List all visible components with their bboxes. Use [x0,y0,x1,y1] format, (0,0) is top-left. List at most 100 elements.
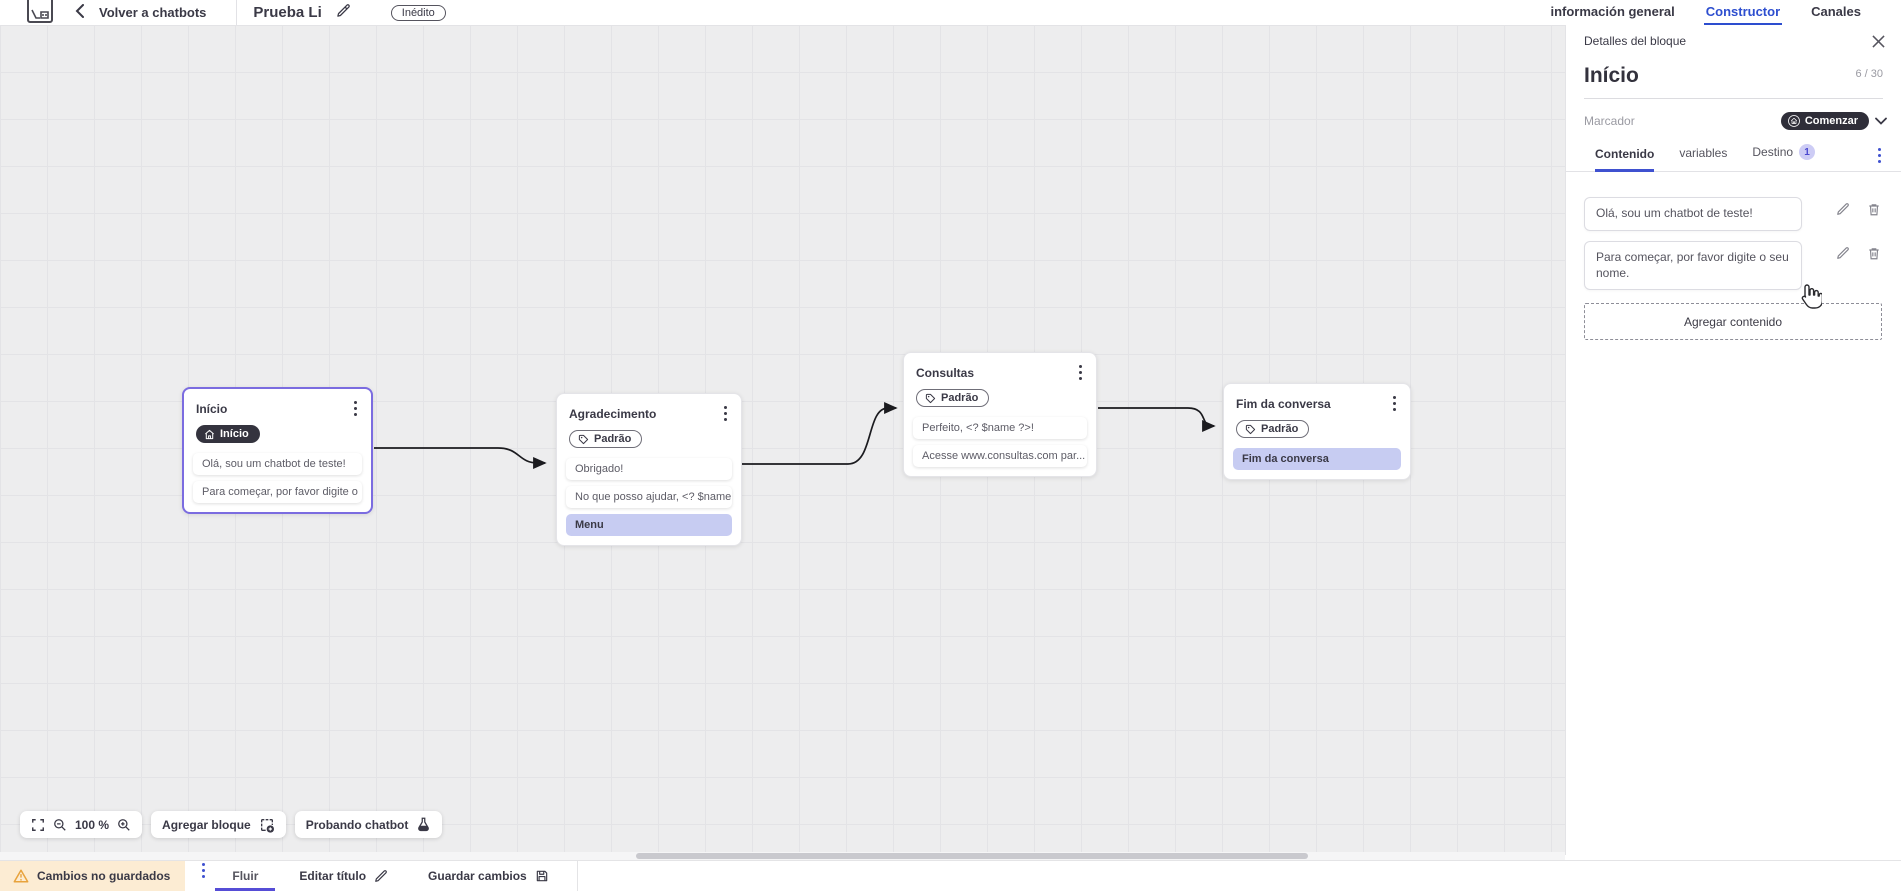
block-title: Início [196,401,228,416]
trash-icon[interactable] [1867,202,1881,217]
flow-canvas[interactable]: Início Início Olá, sou um chatbot de tes… [0,25,1565,860]
back-chevron-icon[interactable] [75,3,84,22]
tab-canales[interactable]: Canales [1811,4,1861,19]
content-text-card[interactable]: Olá, sou um chatbot de teste! [1584,197,1802,231]
panel-title: Detalles del bloque [1584,34,1687,48]
badge-label: Padrão [941,392,979,404]
fit-screen-icon[interactable] [31,818,45,832]
zoom-out-icon[interactable] [53,818,67,832]
tag-icon [1245,424,1256,434]
warning-triangle-icon [13,869,29,883]
badge-label: Início [220,428,249,440]
test-chatbot-button[interactable]: Probando chatbot [294,811,443,838]
flow-block-inicio[interactable]: Início Início Olá, sou um chatbot de tes… [182,387,373,514]
logo-glyph-icon [31,9,49,19]
add-content-label: Agregar contenido [1683,314,1783,329]
default-badge: Padrão [569,430,643,448]
block-end-row[interactable]: Fim da conversa [1233,447,1401,470]
badge-label: Padrão [1261,423,1299,435]
tab-label: Destino [1752,145,1794,159]
flow-tab-label: Fluir [232,869,259,883]
destino-count-badge: 1 [1799,144,1816,160]
block-message-row[interactable]: Obrigado! [566,457,732,480]
tab-contenido[interactable]: Contenido [1595,147,1655,172]
tab-label: variables [1679,146,1728,160]
marker-value-label: Comenzar [1804,115,1858,127]
save-changes-button[interactable]: Guardar cambios [412,861,565,891]
tag-icon [925,393,936,403]
tab-variables[interactable]: variables [1679,146,1727,171]
marker-value-pill[interactable]: Comenzar [1780,112,1869,130]
marker-label: Marcador [1584,114,1635,128]
bottom-bar: Cambios no guardados Fluir Editar título… [0,860,1901,891]
trash-icon[interactable] [1867,246,1881,261]
canvas-toolbar: 100 % Agregar bloque Probando chatbot [20,811,443,838]
tag-icon [578,434,589,444]
block-title: Agradecimento [569,406,657,421]
status-badge: Inédito [390,4,446,21]
block-message-row[interactable]: Perfeito, <? $name ?>! [913,416,1087,439]
unsaved-changes-label: Cambios no guardados [37,869,171,883]
top-bar: Volver a chatbots Prueba Li Inédito info… [0,0,1901,25]
tab-fluir[interactable]: Fluir [215,861,276,891]
test-chatbot-label: Probando chatbot [305,817,409,832]
char-counter: 6 / 30 [1855,68,1883,80]
content-text-card[interactable]: Para começar, por favor digite o seu nom… [1584,240,1802,291]
kebab-menu-icon[interactable] [1075,363,1086,382]
flow-block-fim-da-conversa[interactable]: Fim da conversa Padrão Fim da conversa [1223,383,1411,480]
pencil-icon[interactable] [1836,202,1850,216]
edit-title-label: Editar título [299,869,367,883]
block-title: Consultas [916,365,975,380]
chevron-down-icon[interactable] [1875,117,1887,125]
flow-block-consultas[interactable]: Consultas Padrão Perfeito, <? $name ?>! … [903,352,1097,477]
house-icon [1787,115,1800,127]
tab-destino[interactable]: Destino 1 [1752,144,1816,171]
flask-icon [418,817,430,832]
save-changes-label: Guardar cambios [428,869,527,883]
default-badge: Padrão [916,389,990,407]
zoom-controls: 100 % [20,811,143,838]
block-message-row[interactable]: Olá, sou um chatbot de teste! [193,452,362,475]
add-block-label: Agregar bloque [162,817,251,832]
pencil-icon[interactable] [1836,246,1850,260]
floppy-icon [536,870,547,882]
add-block-icon [260,818,274,833]
close-icon[interactable] [1872,34,1885,48]
add-content-button[interactable]: Agregar contenido [1584,303,1882,341]
block-message-row[interactable]: Acesse www.consultas.com par... [913,444,1087,467]
topbar-divider [236,0,238,25]
kebab-menu-icon[interactable] [720,404,731,423]
zoom-in-icon[interactable] [117,818,131,832]
flow-kebab-menu-icon[interactable] [198,861,209,891]
tab-constructor[interactable]: Constructor [1703,0,1783,25]
chatbot-title: Prueba Li [253,4,322,21]
kebab-menu-icon[interactable] [1389,394,1400,413]
edit-title-button[interactable]: Editar título [283,861,404,891]
edit-title-pencil-icon[interactable] [336,3,351,23]
marker-select[interactable]: Comenzar [1780,112,1887,130]
zoom-level: 100 % [75,817,110,832]
house-icon [205,429,214,439]
block-message-row[interactable]: Para começar, por favor digite o ... [193,480,362,503]
kebab-menu-icon[interactable] [350,399,361,418]
block-menu-row[interactable]: Menu [566,513,732,536]
tab-informacion-general[interactable]: información general [1550,4,1675,19]
content-item: Para começar, por favor digite o seu nom… [1584,240,1881,291]
back-to-chatbots-link[interactable]: Volver a chatbots [99,5,207,20]
block-message-row[interactable]: No que posso ajudar, <? $name ... [566,485,732,508]
panel-kebab-menu-icon[interactable] [1874,146,1885,165]
badge-label: Padrão [594,433,632,445]
main-tabs: información general Constructor Canales [1548,0,1863,25]
flow-block-agradecimento[interactable]: Agradecimento Padrão Obrigado! No que po… [556,393,742,546]
pencil-icon [375,870,387,882]
tab-label: Contenido [1595,147,1655,161]
active-tab-underline [215,888,276,891]
horizontal-scrollbar-track [0,852,1565,860]
block-name-input[interactable]: Início [1584,64,1639,87]
panel-tabs: Contenido variables Destino 1 [1566,144,1901,172]
bottombar-divider [576,861,578,891]
add-block-button[interactable]: Agregar bloque [151,811,286,838]
block-details-panel: Detalles del bloque Início 6 / 30 Marcad… [1565,25,1901,855]
app-logo-icon[interactable] [27,0,53,23]
horizontal-scrollbar-thumb[interactable] [636,853,1308,859]
